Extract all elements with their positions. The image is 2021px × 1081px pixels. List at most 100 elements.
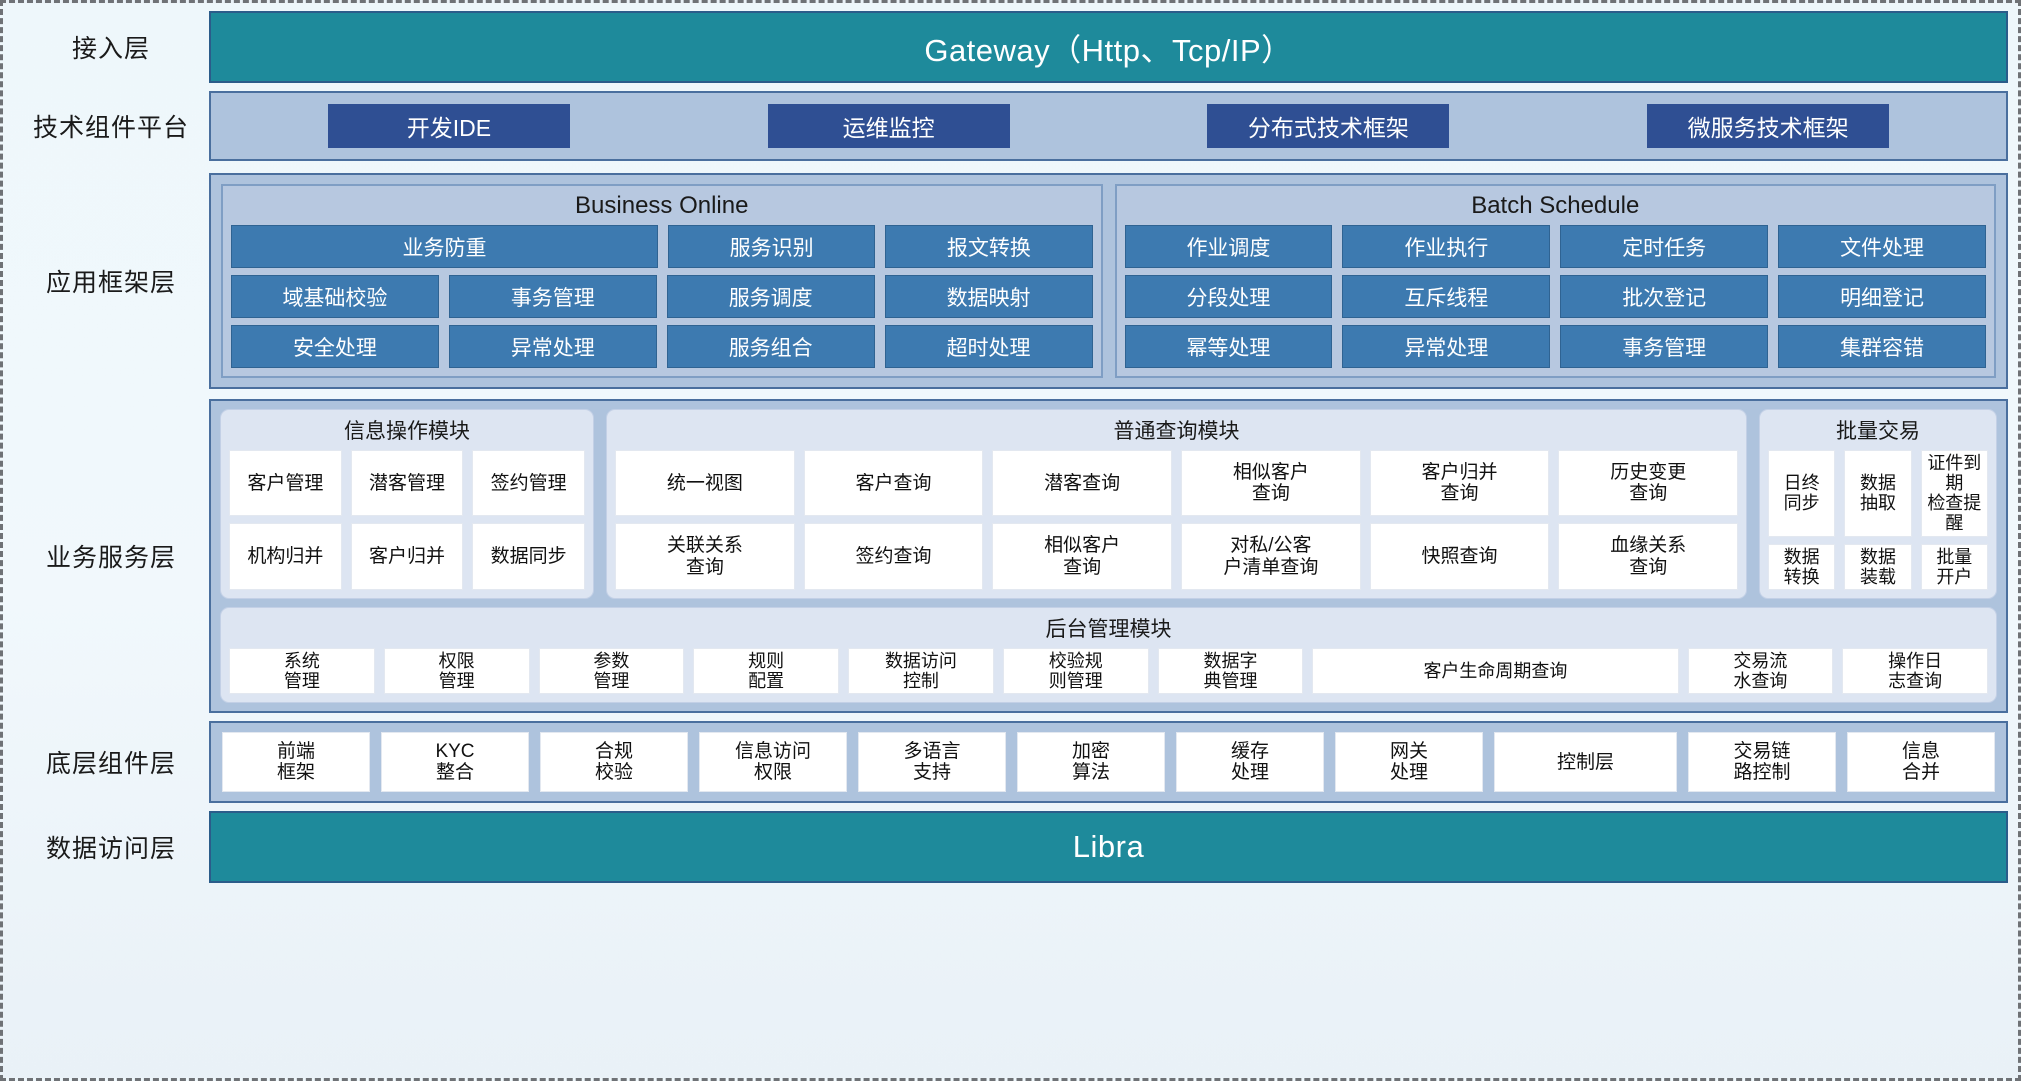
module-grid: 日终 同步 数据 抽取 证件到期 检查提醒 数据 转换 数据 装载 批量 开户 bbox=[1768, 450, 1988, 590]
framework-cell[interactable]: 文件处理 bbox=[1778, 225, 1986, 268]
framework-cell[interactable]: 互斥线程 bbox=[1342, 275, 1551, 318]
layer-row-data: 数据访问层 Libra bbox=[13, 811, 2008, 884]
module-cell[interactable]: 参数 管理 bbox=[538, 647, 685, 695]
base-cell[interactable]: 多语言 支持 bbox=[858, 732, 1006, 793]
framework-panel-batch-schedule: Batch Schedule 作业调度 作业执行 定时任务 文件处理 分段处理 … bbox=[1114, 184, 1996, 378]
layer-row-appfw: 应用框架层 Business Online 业务防重 服务识别 报文转换 域基础… bbox=[13, 173, 2008, 389]
framework-cell[interactable]: 服务组合 bbox=[666, 325, 875, 368]
module-cell[interactable]: 数据 抽取 bbox=[1844, 450, 1912, 537]
panel-grid: 业务防重 服务识别 报文转换 域基础校验 事务管理 服务调度 数据映射 安全处理 bbox=[231, 225, 1093, 368]
layer-body-base: 前端 框架 KYC 整合 合规 校验 信息访问 权限 多语言 支持 加密 算法 … bbox=[209, 721, 2008, 804]
panel-grid: 作业调度 作业执行 定时任务 文件处理 分段处理 互斥线程 批次登记 明细登记 bbox=[1124, 225, 1986, 368]
module-cell[interactable]: 客户管理 bbox=[229, 450, 342, 517]
base-cell[interactable]: 信息访问 权限 bbox=[699, 732, 847, 793]
module-cell[interactable]: 机构归并 bbox=[229, 523, 342, 590]
gateway-bar: Gateway（Http、Tcp/IP） bbox=[209, 11, 2008, 83]
module-cell[interactable]: 对私/公客 户清单查询 bbox=[1181, 523, 1361, 590]
module-cell[interactable]: 签约管理 bbox=[472, 450, 586, 517]
framework-cell[interactable]: 事务管理 bbox=[1560, 325, 1769, 368]
panel-row: 业务防重 服务识别 报文转换 bbox=[231, 225, 1093, 268]
module-cell[interactable]: 客户归并 bbox=[350, 523, 464, 590]
framework-cell[interactable]: 安全处理 bbox=[231, 325, 439, 368]
tech-chip[interactable]: 分布式技术框架 bbox=[1207, 104, 1450, 148]
module-card-info-operation: 信息操作模块 客户管理 潜客管理 签约管理 机构归并 客户归并 数据同步 bbox=[220, 409, 594, 599]
framework-cell[interactable]: 分段处理 bbox=[1124, 275, 1333, 318]
base-cell[interactable]: 信息 合并 bbox=[1847, 732, 1995, 793]
module-cell[interactable]: 交易流 水查询 bbox=[1687, 647, 1834, 695]
module-title: 普通查询模块 bbox=[1113, 420, 1240, 443]
module-cell[interactable]: 规则 配置 bbox=[693, 647, 840, 695]
module-cell[interactable]: 数据 装载 bbox=[1844, 543, 1912, 590]
framework-cell[interactable]: 明细登记 bbox=[1778, 275, 1986, 318]
base-cell[interactable]: 缓存 处理 bbox=[1176, 732, 1324, 793]
base-cell[interactable]: 加密 算法 bbox=[1017, 732, 1165, 793]
framework-cell[interactable]: 数据映射 bbox=[884, 275, 1093, 318]
module-cell[interactable]: 历史变更 查询 bbox=[1558, 450, 1739, 517]
module-cell[interactable]: 数据字 典管理 bbox=[1157, 647, 1304, 695]
base-cell[interactable]: 交易链 路控制 bbox=[1688, 732, 1836, 793]
tech-chip-strip: 开发IDE 运维监控 分布式技术框架 微服务技术框架 bbox=[209, 91, 2008, 161]
module-cell[interactable]: 客户查询 bbox=[803, 450, 984, 517]
framework-cell[interactable]: 异常处理 bbox=[1342, 325, 1551, 368]
module-cell[interactable]: 数据访问 控制 bbox=[848, 647, 994, 695]
layer-row-access: 接入层 Gateway（Http、Tcp/IP） bbox=[13, 11, 2008, 83]
module-cell[interactable]: 签约查询 bbox=[803, 523, 984, 590]
module-cell[interactable]: 数据同步 bbox=[472, 523, 586, 590]
tech-chip[interactable]: 运维监控 bbox=[767, 104, 1010, 148]
module-cell[interactable]: 相似客户 查询 bbox=[1181, 450, 1361, 517]
layer-label-tech: 技术组件平台 bbox=[32, 114, 189, 142]
tech-chip[interactable]: 开发IDE bbox=[327, 104, 570, 148]
module-cell[interactable]: 客户归并 查询 bbox=[1369, 450, 1550, 517]
libra-bar: Libra bbox=[209, 811, 2008, 884]
module-cell[interactable]: 权限 管理 bbox=[383, 647, 530, 695]
base-cell[interactable]: 网关 处理 bbox=[1335, 732, 1483, 793]
framework-cell[interactable]: 异常处理 bbox=[448, 325, 657, 368]
framework-cell[interactable]: 集群容错 bbox=[1778, 325, 1986, 368]
framework-cell[interactable]: 作业调度 bbox=[1124, 225, 1333, 268]
layer-body-access: Gateway（Http、Tcp/IP） bbox=[209, 11, 2008, 83]
module-cell[interactable]: 操作日 志查询 bbox=[1842, 647, 1989, 695]
module-cell[interactable]: 日终 同步 bbox=[1768, 450, 1836, 537]
module-row: 系统 管理 权限 管理 参数 管理 规则 配置 数据访问 控制 校验规 则管理 … bbox=[229, 647, 1989, 695]
module-cell[interactable]: 校验规 则管理 bbox=[1002, 647, 1149, 695]
framework-cell[interactable]: 事务管理 bbox=[448, 275, 657, 318]
tech-chip[interactable]: 微服务技术框架 bbox=[1647, 104, 1890, 148]
framework-cell[interactable]: 幂等处理 bbox=[1124, 325, 1333, 368]
framework-cell[interactable]: 定时任务 bbox=[1560, 225, 1769, 268]
module-cell[interactable]: 统一视图 bbox=[615, 450, 795, 517]
module-cell[interactable]: 证件到期 检查提醒 bbox=[1920, 450, 1988, 537]
framework-panel-business-online: Business Online 业务防重 服务识别 报文转换 域基础校验 事务管… bbox=[221, 184, 1103, 378]
module-cell[interactable]: 相似客户 查询 bbox=[992, 523, 1173, 590]
module-cell[interactable]: 快照查询 bbox=[1369, 523, 1550, 590]
layer-row-base: 底层组件层 前端 框架 KYC 整合 合规 校验 信息访问 权限 多语言 支持 … bbox=[13, 721, 2008, 804]
framework-cell[interactable]: 超时处理 bbox=[884, 325, 1093, 368]
framework-cell[interactable]: 服务调度 bbox=[666, 275, 875, 318]
framework-cell[interactable]: 批次登记 bbox=[1560, 275, 1769, 318]
module-cell[interactable]: 关联关系 查询 bbox=[615, 523, 795, 590]
layer-body-data: Libra bbox=[209, 811, 2008, 884]
module-cell[interactable]: 系统 管理 bbox=[229, 647, 375, 695]
panel-title: Batch Schedule bbox=[1471, 192, 1640, 219]
module-card-batch-transaction: 批量交易 日终 同步 数据 抽取 证件到期 检查提醒 数据 转换 数据 装载 批… bbox=[1759, 409, 1997, 599]
base-cell[interactable]: 前端 框架 bbox=[222, 732, 370, 793]
module-cell[interactable]: 潜客管理 bbox=[350, 450, 464, 517]
base-cell[interactable]: KYC 整合 bbox=[381, 732, 529, 793]
module-row: 统一视图 客户查询 潜客查询 相似客户 查询 客户归并 查询 历史变更 查询 bbox=[615, 450, 1739, 517]
framework-cell[interactable]: 业务防重 bbox=[231, 225, 658, 268]
framework-cell[interactable]: 报文转换 bbox=[885, 225, 1093, 268]
appfw-container: Business Online 业务防重 服务识别 报文转换 域基础校验 事务管… bbox=[209, 173, 2008, 389]
module-cell[interactable]: 批量 开户 bbox=[1920, 543, 1988, 590]
layer-label-biz: 业务服务层 bbox=[45, 544, 176, 573]
module-cell[interactable]: 数据 转换 bbox=[1768, 543, 1836, 590]
framework-cell[interactable]: 作业执行 bbox=[1342, 225, 1551, 268]
module-cell[interactable]: 客户生命周期查询 bbox=[1312, 647, 1679, 695]
base-cell[interactable]: 控制层 bbox=[1494, 732, 1677, 793]
layer-body-appfw: Business Online 业务防重 服务识别 报文转换 域基础校验 事务管… bbox=[209, 173, 2008, 389]
module-cell[interactable]: 潜客查询 bbox=[992, 450, 1173, 517]
module-cell[interactable]: 血缘关系 查询 bbox=[1558, 523, 1739, 590]
base-cell[interactable]: 合规 校验 bbox=[540, 732, 688, 793]
biz-modules-row: 信息操作模块 客户管理 潜客管理 签约管理 机构归并 客户归并 数据同步 bbox=[220, 409, 1997, 599]
framework-cell[interactable]: 域基础校验 bbox=[231, 275, 439, 318]
module-row: 机构归并 客户归并 数据同步 bbox=[229, 523, 586, 590]
framework-cell[interactable]: 服务识别 bbox=[667, 225, 876, 268]
